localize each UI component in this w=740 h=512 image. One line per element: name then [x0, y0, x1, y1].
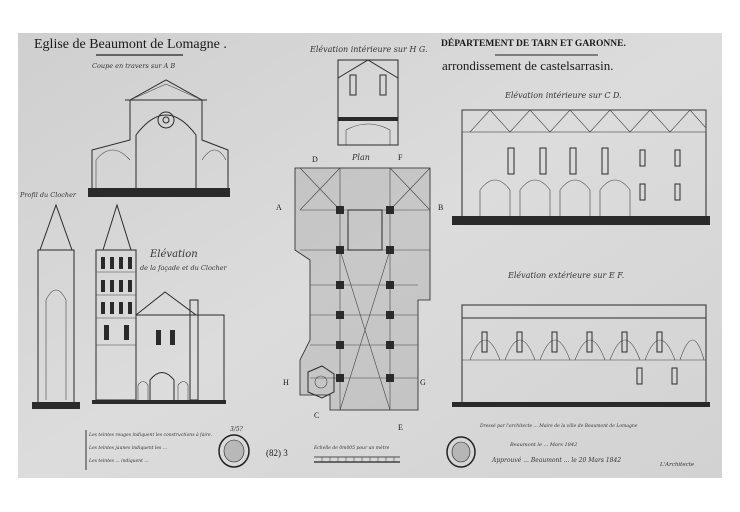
facade-elevation-drawing: Elévation de la façade et du Clocher — [92, 203, 228, 404]
signature-line-1: Dressé par l'architecte ... Maire de la … — [479, 422, 638, 429]
section-ab-label: Coupe en travers sur A B — [92, 62, 175, 70]
floor-plan-drawing: Plan A B C D E F G H — [276, 153, 443, 432]
facade-elevation-subtitle: de la façade et du Clocher — [140, 264, 228, 272]
bell-tower-profile-drawing: Profil du Clocher — [19, 191, 80, 409]
scale-bar: Echelle de 0m005 pour un mètre — [313, 444, 400, 463]
signature-line-3: Approuvé ... Beaumont ... le 20 Mars 184… — [491, 457, 621, 464]
legend-line-3: Les teintes ... indiquent ... — [88, 458, 149, 464]
elevation-cd-drawing: Elévation intérieure sur C D. — [452, 91, 710, 225]
plan-label: Plan — [351, 153, 370, 162]
plan-letter-e: E — [398, 423, 403, 432]
scale-label: Echelle de 0m005 pour un mètre — [313, 444, 390, 451]
elevation-hg-drawing — [337, 59, 399, 146]
sheet-title: Eglise de Beaumont de Lomagne . — [34, 37, 227, 52]
elevation-hg-label: Elévation intérieure sur H G. — [309, 45, 428, 54]
elevation-cd-label: Elévation intérieure sur C D. — [504, 91, 622, 100]
archive-stamp-left — [218, 434, 250, 468]
department-label: DÉPARTEMENT DE TARN ET GARONNE. — [441, 37, 626, 49]
archive-stamp-right — [446, 436, 476, 468]
bell-tower-profile-label: Profil du Clocher — [19, 191, 77, 199]
elevation-ef-drawing: Elévation extérieure sur E F. — [452, 271, 710, 407]
plan-letter-b: B — [438, 203, 443, 212]
signature-block: Dressé par l'architecte ... Maire de la … — [479, 422, 695, 468]
elevation-ef-label: Elévation extérieure sur E F. — [507, 271, 624, 280]
plan-letter-g: G — [420, 378, 426, 387]
plan-letter-a: A — [276, 203, 282, 212]
plan-letter-c: C — [314, 411, 319, 420]
signature-line-2: Beaumont le ... Mars 1842 — [509, 442, 577, 448]
legend-line-2: Les teintes jaunes indiquent les ... — [88, 445, 168, 451]
plan-letter-d: D — [312, 155, 318, 164]
arrondissement-label: arrondissement de castelsarrasin. — [442, 58, 613, 73]
plan-letter-f: F — [398, 153, 403, 162]
color-legend: Les teintes rouges indiquent les constru… — [85, 430, 213, 470]
archive-number: (82) 3 — [266, 448, 288, 458]
section-ab-drawing — [88, 79, 230, 197]
catalog-mark: 3/5? — [230, 426, 244, 433]
architect-signature: L'Architecte — [659, 462, 695, 468]
legend-line-1: Les teintes rouges indiquent les constru… — [88, 431, 213, 438]
facade-elevation-title: Elévation — [149, 249, 198, 260]
plan-letter-h: H — [283, 378, 289, 387]
